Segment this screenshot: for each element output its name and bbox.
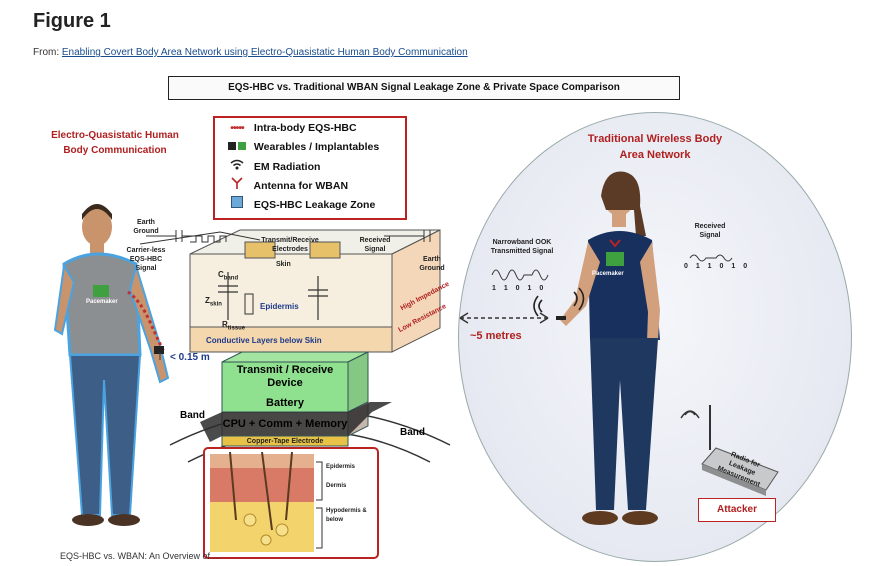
battery-label: Battery xyxy=(266,397,304,409)
narrowband-ook-label: Narrowband OOK Transmitted Signal xyxy=(490,239,554,255)
skin-layer-hypodermis: Hypodermis & below xyxy=(326,508,367,523)
epidermis-label: Epidermis xyxy=(260,302,299,311)
figure-heading: Figure 1 xyxy=(33,10,111,32)
legend-item-em-radiation: EM Radiation xyxy=(223,159,320,173)
tissue-block-diagram xyxy=(139,229,441,360)
source-article-link[interactable]: Enabling Covert Body Area Network using … xyxy=(61,47,468,58)
skin-layer-dermis: Dermis xyxy=(326,483,347,489)
radio-device-illustration xyxy=(680,405,779,496)
right-person-illustration xyxy=(556,171,660,525)
carrier-less-signal-label: Carrier-less EQS-HBC Signal xyxy=(126,247,166,272)
z-skin-label: Zskin xyxy=(205,296,222,308)
skin-layer-epidermis: Epidermis xyxy=(326,464,356,470)
short-distance-label: < 0.15 m xyxy=(170,352,210,363)
wifi-radiation-icon xyxy=(223,159,251,173)
source-prefix: From: xyxy=(33,47,60,58)
received-waveform xyxy=(689,254,733,262)
earth-ground-right-label: Earth Ground xyxy=(419,256,445,272)
attacker-label: Attacker xyxy=(698,498,776,522)
antenna-icon xyxy=(223,177,251,192)
conductive-layers-label: Conductive Layers below Skin xyxy=(206,336,322,345)
figure-banner: EQS-HBC vs. Traditional WBAN Signal Leak… xyxy=(168,76,680,100)
wban-title: Traditional Wireless Body Area Network xyxy=(587,133,723,161)
received-signal-wban-label: Received Signal xyxy=(694,223,726,239)
left-person-illustration xyxy=(53,204,170,526)
ook-waveform xyxy=(491,269,549,281)
transmit-receive-device-label: Transmit / Receive Device xyxy=(236,364,334,389)
legend-item-antenna: Antenna for WBAN xyxy=(223,177,348,192)
leakage-zone-icon xyxy=(223,196,251,211)
pacemaker-left-label: Pacemaker xyxy=(86,299,118,305)
earth-ground-left-label: Earth Ground xyxy=(133,219,159,235)
legend-item-intra-body: ••••• Intra-body EQS-HBC xyxy=(223,122,356,134)
received-signal-label: Received Signal xyxy=(359,237,391,253)
cpu-comm-memory-label: CPU + Comm + Memory xyxy=(222,418,348,430)
rx-bits-label: 0 1 1 0 1 0 xyxy=(684,263,751,270)
device-stack xyxy=(200,351,392,447)
long-distance-label: ~5 metres xyxy=(470,330,522,342)
wearable-device-icon xyxy=(223,141,251,153)
eqs-hbc-title: Electro-Quasistatic Human Body Communica… xyxy=(51,130,179,156)
source-line: From: Enabling Covert Body Area Network … xyxy=(33,47,468,58)
band-left-label: Band xyxy=(180,410,205,421)
legend-item-leakage-zone: EQS-HBC Leakage Zone xyxy=(223,196,375,211)
transmit-receive-electrodes-label: Transmit/Receive Electrodes xyxy=(261,237,319,253)
legend-box: ••••• Intra-body EQS-HBC Wearables / Imp… xyxy=(213,116,407,220)
skin-label: Skin xyxy=(276,261,291,268)
legend-item-wearables: Wearables / Implantables xyxy=(223,141,379,153)
pacemaker-right-label: Pacemaker xyxy=(592,271,624,277)
copper-tape-electrode-label: Copper-Tape Electrode xyxy=(246,438,324,445)
em-radiation-icon xyxy=(533,287,585,317)
band-right-label: Band xyxy=(400,427,425,438)
dotted-line-icon: ••••• xyxy=(230,122,244,134)
skin-cross-section xyxy=(203,447,379,559)
r-tissue-label: Rtissue xyxy=(222,320,246,332)
c-band-label: Cband xyxy=(218,270,239,282)
tx-bits-label: 1 1 0 1 0 xyxy=(492,285,547,292)
figure-caption: EQS-HBC vs. WBAN: An Overview of ... xyxy=(60,551,221,561)
